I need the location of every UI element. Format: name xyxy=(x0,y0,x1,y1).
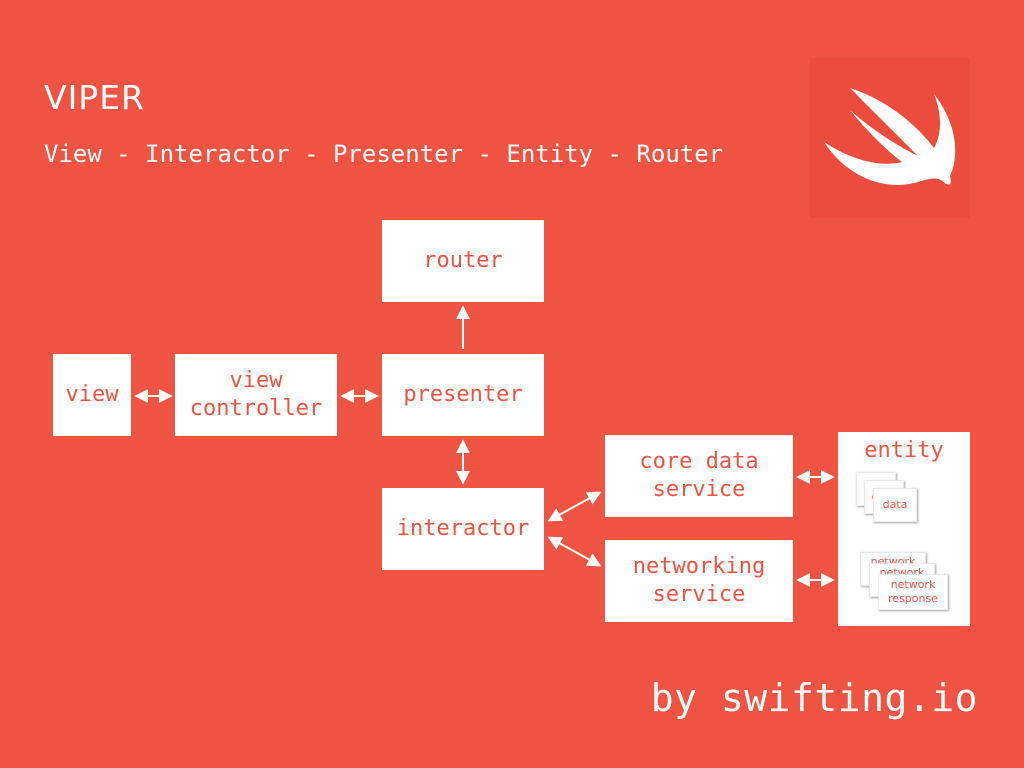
entity-box: entity data data data network response n… xyxy=(838,432,970,626)
entity-label: entity xyxy=(864,438,944,463)
swift-logo xyxy=(810,58,970,218)
swift-bird-icon xyxy=(824,88,956,185)
page-title: VIPER xyxy=(44,78,145,117)
view-label: view xyxy=(65,382,119,407)
core-data-service-label: core data service xyxy=(639,449,759,502)
arrow-interactor-coredata xyxy=(547,491,602,522)
router-box: router xyxy=(382,220,544,302)
presenter-box: presenter xyxy=(382,354,544,436)
footer-credit: by swifting.io xyxy=(650,676,978,720)
router-label: router xyxy=(423,248,503,273)
network-response-card-front: network response xyxy=(878,574,948,610)
arrow-interactor-networking xyxy=(547,536,602,567)
interactor-box: interactor xyxy=(382,488,544,570)
networking-service-box: networking service xyxy=(605,540,793,622)
view-box: view xyxy=(53,354,131,436)
network-response-card-front-label: network response xyxy=(888,578,938,605)
data-card-front: data xyxy=(873,488,917,522)
view-controller-box: view controller xyxy=(175,354,337,436)
page-subtitle: View - Interactor - Presenter - Entity -… xyxy=(44,140,724,168)
core-data-service-box: core data service xyxy=(605,435,793,517)
networking-service-label: networking service xyxy=(632,554,766,607)
presenter-label: presenter xyxy=(403,382,523,407)
view-controller-label: view controller xyxy=(189,368,323,421)
interactor-label: interactor xyxy=(396,516,530,541)
data-card-front-label: data xyxy=(882,498,908,511)
